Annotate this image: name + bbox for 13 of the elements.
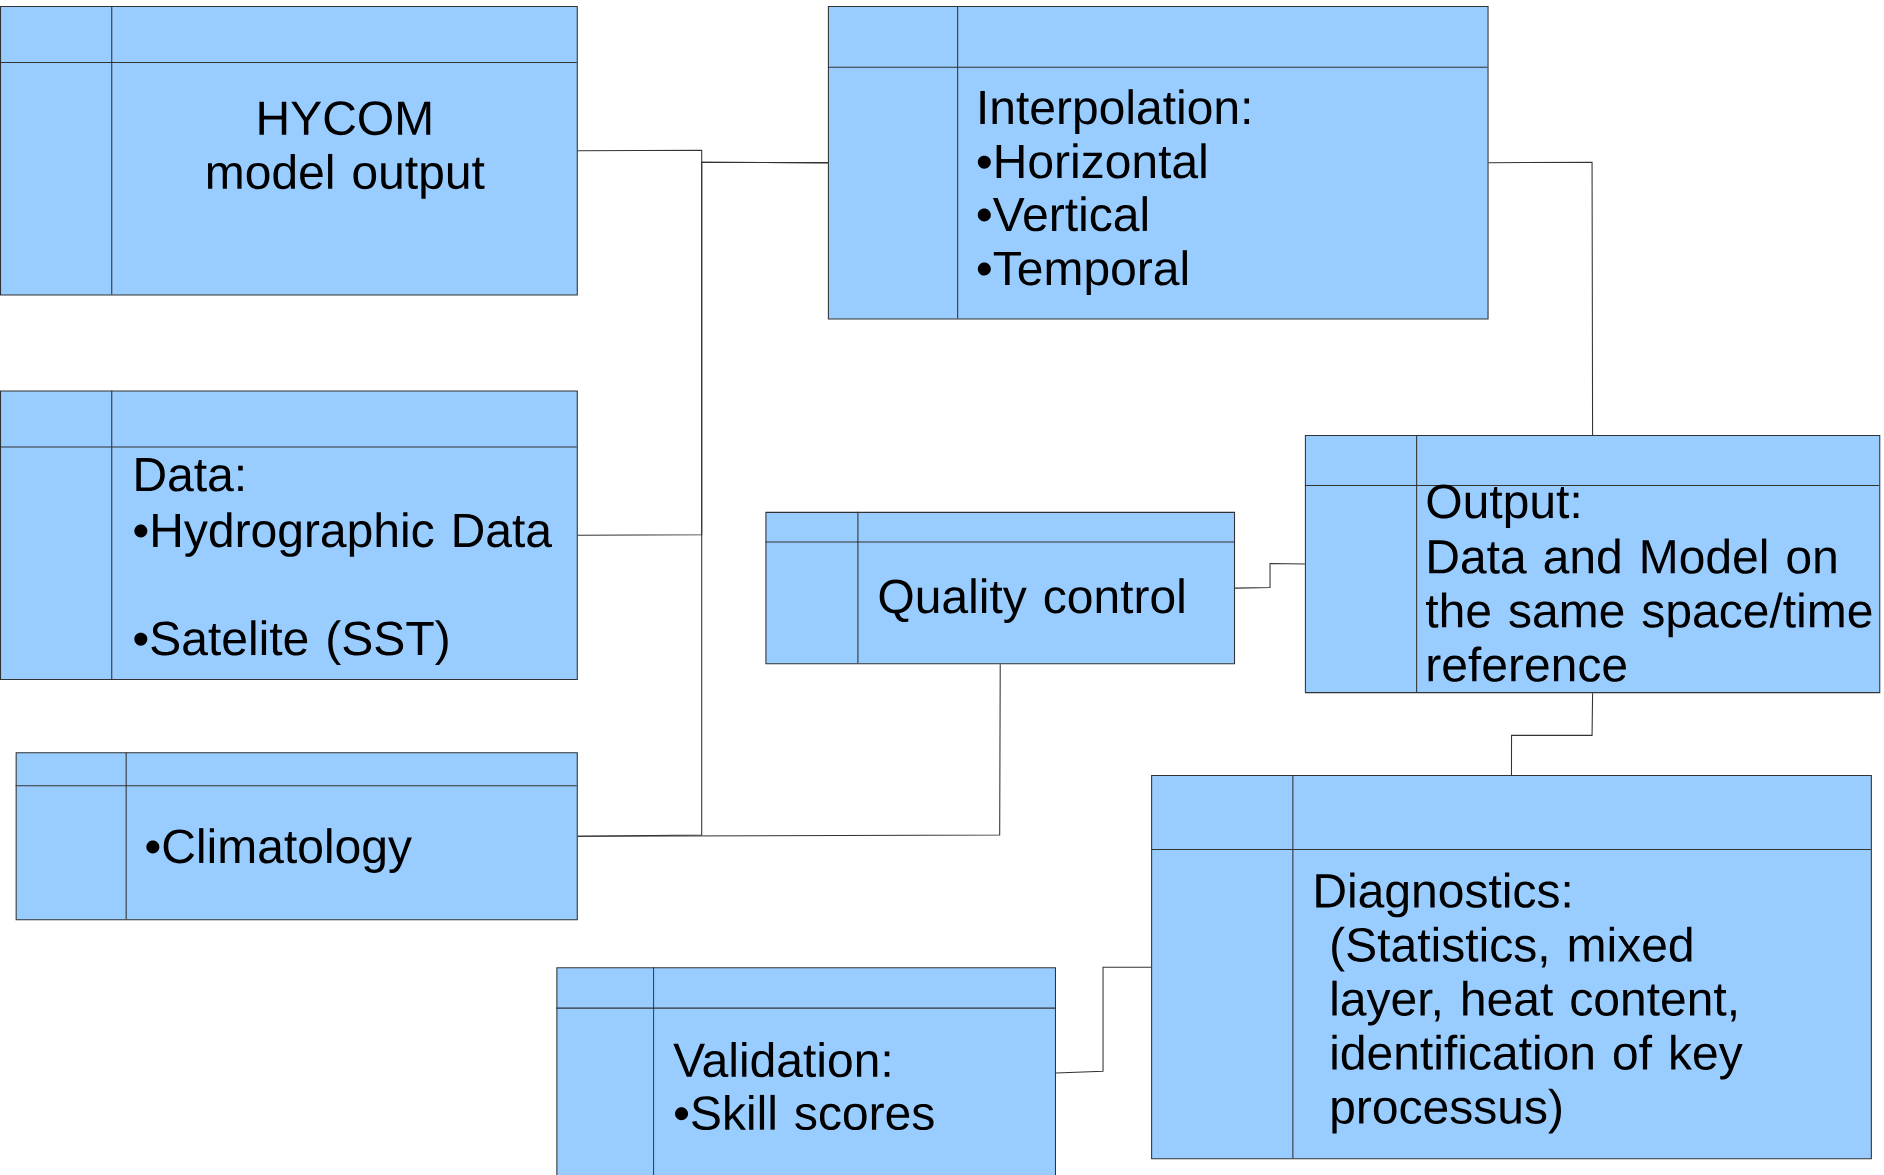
table-box: Quality control — [764, 511, 1236, 665]
connector-line — [1510, 692, 1594, 776]
table-box: Interpolation: •Horizontal •Vertical •Temporal — [827, 5, 1489, 320]
connector-line — [577, 663, 1001, 837]
table-box: HYCOM model output — [0, 5, 578, 296]
connector-line — [1055, 966, 1152, 1074]
table-box: •Climatology — [15, 751, 578, 921]
connector-line — [1488, 161, 1594, 436]
table-box: Data: •Hydrographic Data •Satelite (SST) — [0, 389, 578, 680]
table-box: Output: Data and Model on the same space/time reference — [1304, 434, 1881, 694]
table-box: Diagnostics: (Statistics, mixed layer, heat content, identification of key processus) — [1150, 774, 1872, 1160]
table-box: Validation: •Skill scores — [555, 966, 1057, 1175]
connector-line — [1234, 562, 1306, 589]
